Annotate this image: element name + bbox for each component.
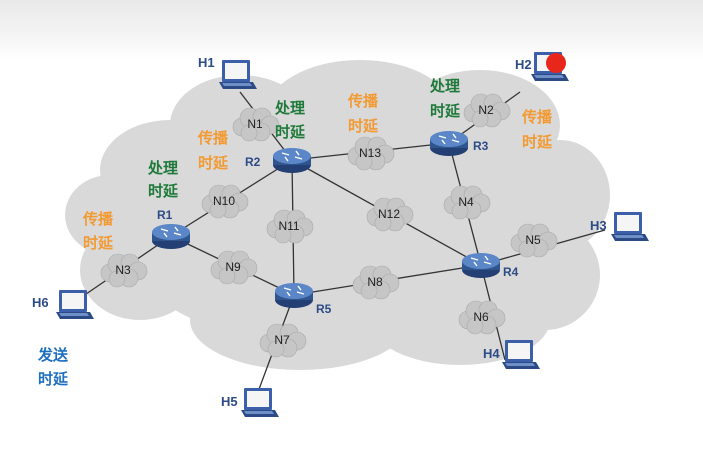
router-r5-icon: [274, 282, 314, 309]
svg-text:传播: 传播: [347, 92, 379, 110]
packet-marker-dot: [546, 53, 566, 73]
network-label-n4: N4: [458, 195, 474, 209]
router-label-r4: R4: [503, 265, 519, 279]
svg-text:传播: 传播: [82, 210, 114, 228]
annotation-propagation-r1: 传播 时延: [82, 210, 114, 252]
router-label-r5: R5: [316, 302, 332, 316]
router-label-r1: R1: [157, 208, 173, 222]
host-label-h1: H1: [198, 55, 215, 70]
annotation-propagation-r2: 传播 时延: [197, 129, 229, 172]
svg-text:时延: 时延: [522, 133, 553, 151]
network-label-n7: N7: [274, 333, 290, 347]
svg-text:时延: 时延: [38, 370, 69, 388]
annotation-processing-r2: 处理 时延: [274, 99, 306, 141]
annotation-processing-r1: 处理 时延: [147, 159, 179, 200]
host-h1-laptop-icon: [219, 60, 257, 89]
svg-text:时延: 时延: [148, 182, 179, 200]
network-label-n10: N10: [213, 194, 235, 208]
svg-text:发送: 发送: [37, 346, 69, 364]
svg-text:时延: 时延: [83, 234, 114, 252]
network-label-n3: N3: [115, 263, 131, 277]
svg-text:时延: 时延: [275, 123, 306, 141]
host-h5-laptop-icon: [241, 388, 279, 417]
network-label-n11: N11: [278, 219, 299, 233]
svg-text:处理: 处理: [429, 77, 460, 95]
network-label-n1: N1: [247, 117, 263, 131]
router-label-r3: R3: [473, 139, 489, 153]
svg-text:时延: 时延: [348, 117, 379, 135]
svg-text:时延: 时延: [430, 102, 461, 120]
network-label-n6: N6: [473, 310, 489, 324]
annotation-propagation-h2: 传播 时延: [521, 108, 553, 151]
router-r4-icon: [461, 252, 501, 279]
router-label-r2: R2: [245, 155, 261, 169]
network-label-n12: N12: [378, 207, 400, 221]
svg-text:传播: 传播: [521, 108, 553, 126]
network-label-n13: N13: [359, 146, 381, 160]
network-label-n9: N9: [225, 260, 241, 274]
router-r1-icon: [151, 223, 191, 250]
background-cloud: [65, 60, 610, 370]
router-r3-icon: [429, 130, 469, 157]
host-label-h3: H3: [590, 218, 607, 233]
svg-text:传播: 传播: [197, 129, 229, 147]
host-label-h6: H6: [32, 295, 49, 310]
network-label-n2: N2: [478, 103, 494, 117]
host-label-h5: H5: [221, 394, 238, 409]
annotation-transmission-h6: 发送 时延: [37, 346, 69, 388]
hosts: [56, 52, 649, 417]
svg-text:处理: 处理: [147, 159, 178, 177]
router-r2-icon: [272, 147, 312, 174]
svg-text:时延: 时延: [198, 154, 229, 172]
host-label-h4: H4: [483, 346, 500, 361]
host-label-h2: H2: [515, 57, 532, 72]
svg-text:处理: 处理: [274, 99, 305, 117]
delay-annotations: 传播 时延 处理 时延 传播 时延 处理 时延 传播 时延 处理 时延 传播 时…: [37, 77, 553, 388]
annotation-propagation-n13: 传播 时延: [347, 92, 379, 135]
network-label-n5: N5: [525, 233, 541, 247]
network-label-n8: N8: [367, 275, 383, 289]
annotation-processing-r3: 处理 时延: [429, 77, 461, 120]
host-h3-laptop-icon: [611, 212, 649, 241]
